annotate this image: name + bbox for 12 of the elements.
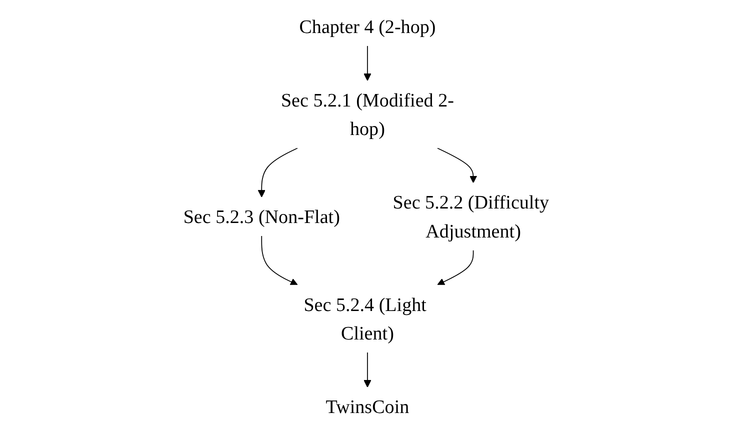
arrow <box>364 352 372 388</box>
node-text: Chapter 4 (2-hop) <box>299 16 436 38</box>
arrow <box>436 250 474 286</box>
arrow <box>258 148 298 198</box>
arrow <box>261 236 298 286</box>
node-text: Sec 5.2.1 (Modified 2-hop) <box>280 89 454 140</box>
arrow <box>364 45 372 81</box>
node-text: Sec 5.2.2 (Difficulty Adjustment) <box>392 191 549 242</box>
arrow <box>436 148 477 184</box>
node-text: Sec 5.2.3 (Non-Flat) <box>183 206 340 228</box>
node-text: TwinsCoin <box>326 396 410 418</box>
node-text: Sec 5.2.4 (Light Client) <box>304 294 426 344</box>
